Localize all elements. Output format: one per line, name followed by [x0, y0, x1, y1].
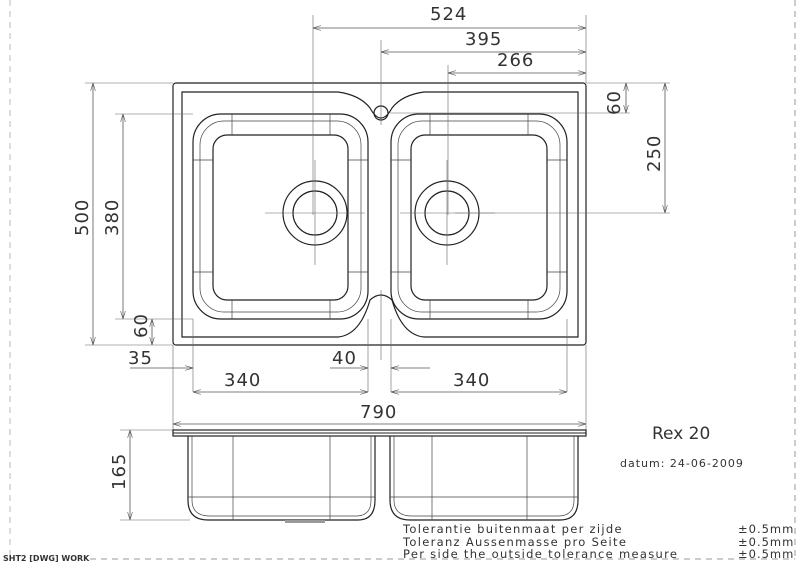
dim-524: 524: [430, 4, 467, 25]
dim-340-right: 340: [453, 370, 490, 391]
tolerance-text-de: Toleranz Aussenmasse pro Seite: [403, 535, 628, 549]
dim-165: 165: [109, 453, 130, 490]
left-bowl: [192, 113, 369, 320]
sheet-label: SHT2 [DWG] WORK: [3, 554, 90, 563]
tolerance-text-nl: Tolerantie buitenmaat per zijde: [403, 522, 623, 536]
dim-500: 500: [72, 199, 93, 236]
dim-266: 266: [497, 50, 534, 71]
sheet-border: [9, 0, 796, 560]
tolerance-value-en: ±0.5mm: [738, 547, 795, 561]
dim-40: 40: [332, 348, 357, 369]
tolerance-value-de: ±0.5mm: [738, 535, 795, 549]
dim-395: 395: [465, 29, 502, 50]
dim-60-left: 60: [131, 313, 152, 338]
drawing-date: datum: 24-06-2009: [620, 457, 744, 470]
dimension-lines: [85, 15, 670, 521]
tolerance-value-nl: ±0.5mm: [738, 522, 795, 536]
dimension-labels: 524 395 266 60 250 500 380 60 35 40 340 …: [72, 4, 665, 490]
dim-340-left: 340: [224, 370, 261, 391]
tolerance-text-en: Per side the outside tolerance measure: [403, 547, 679, 561]
right-bowl: [390, 113, 568, 320]
dim-60-right: 60: [604, 90, 625, 115]
dim-250: 250: [644, 135, 665, 172]
model-title: Rex 20: [652, 424, 711, 444]
dim-380: 380: [102, 199, 123, 236]
sink-side-view: [172, 429, 587, 523]
dim-35: 35: [128, 348, 153, 369]
dim-790: 790: [360, 402, 397, 423]
